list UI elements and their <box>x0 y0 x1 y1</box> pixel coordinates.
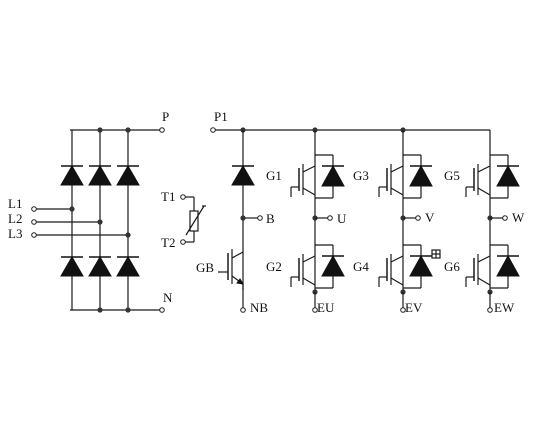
label-l1: L1 <box>8 196 22 211</box>
label-n: N <box>163 290 173 305</box>
label-p1: P1 <box>214 109 228 124</box>
thermistor-body <box>189 210 199 232</box>
inverter-leg-w: G5 G6 W EW <box>444 130 525 315</box>
igbt-low-u <box>290 244 345 289</box>
label-b: B <box>266 211 275 226</box>
igbt-high-u <box>290 154 345 199</box>
terminal-l1 <box>31 206 37 212</box>
label-gb: GB <box>196 260 214 275</box>
rectifier-bridge: L1 L2 L3 P N <box>8 109 173 313</box>
label-t1: T1 <box>161 189 175 204</box>
rectifier-diode-lower-1 <box>60 256 84 277</box>
thermistor: T1 T2 <box>161 189 206 250</box>
terminal-l2 <box>31 219 37 225</box>
inverter: G1 G2 U EU <box>266 127 525 315</box>
terminal-b <box>257 215 263 221</box>
terminal-ev <box>400 307 406 313</box>
terminal-v <box>415 215 421 221</box>
brake-chopper: P1 B GB NB <box>196 109 490 315</box>
inverter-leg-u: G1 G2 U EU <box>266 127 347 315</box>
igbt-high-v <box>378 154 433 199</box>
label-g4: G4 <box>353 259 369 274</box>
terminal-l3 <box>31 232 37 238</box>
label-g2: G2 <box>266 259 282 274</box>
terminal-u <box>327 215 333 221</box>
label-g3: G3 <box>353 168 369 183</box>
label-eu: EU <box>317 300 335 315</box>
rectifier-diode-upper-1 <box>60 165 84 186</box>
label-l2: L2 <box>8 211 22 226</box>
label-nb: NB <box>250 300 268 315</box>
igbt-low-w <box>465 244 520 289</box>
label-g1: G1 <box>266 168 282 183</box>
terminal-t1 <box>180 194 186 200</box>
rectifier-diode-upper-3 <box>116 165 140 186</box>
label-ev: EV <box>405 300 423 315</box>
terminal-nb <box>240 307 246 313</box>
terminal-p <box>159 127 165 133</box>
igbt-low-v <box>378 244 433 289</box>
igbt-high-w <box>465 154 520 199</box>
label-w: W <box>512 210 525 225</box>
label-g5: G5 <box>444 168 460 183</box>
rectifier-diode-upper-2 <box>88 165 112 186</box>
label-u: U <box>337 211 347 226</box>
terminal-w <box>502 215 508 221</box>
rectifier-diode-lower-2 <box>88 256 112 277</box>
label-p: P <box>162 109 169 124</box>
terminal-eu <box>312 307 318 313</box>
label-ew: EW <box>494 300 515 315</box>
terminal-n <box>159 307 165 313</box>
terminal-ew <box>487 307 493 313</box>
inverter-leg-v: G3 G4 V EV <box>353 127 441 315</box>
brake-diode <box>231 165 255 186</box>
label-g6: G6 <box>444 259 460 274</box>
label-v: V <box>425 210 435 225</box>
label-t2: T2 <box>161 235 175 250</box>
label-l3: L3 <box>8 226 22 241</box>
terminal-t2 <box>180 239 186 245</box>
terminal-p1 <box>210 127 216 133</box>
rectifier-diode-lower-3 <box>116 256 140 277</box>
